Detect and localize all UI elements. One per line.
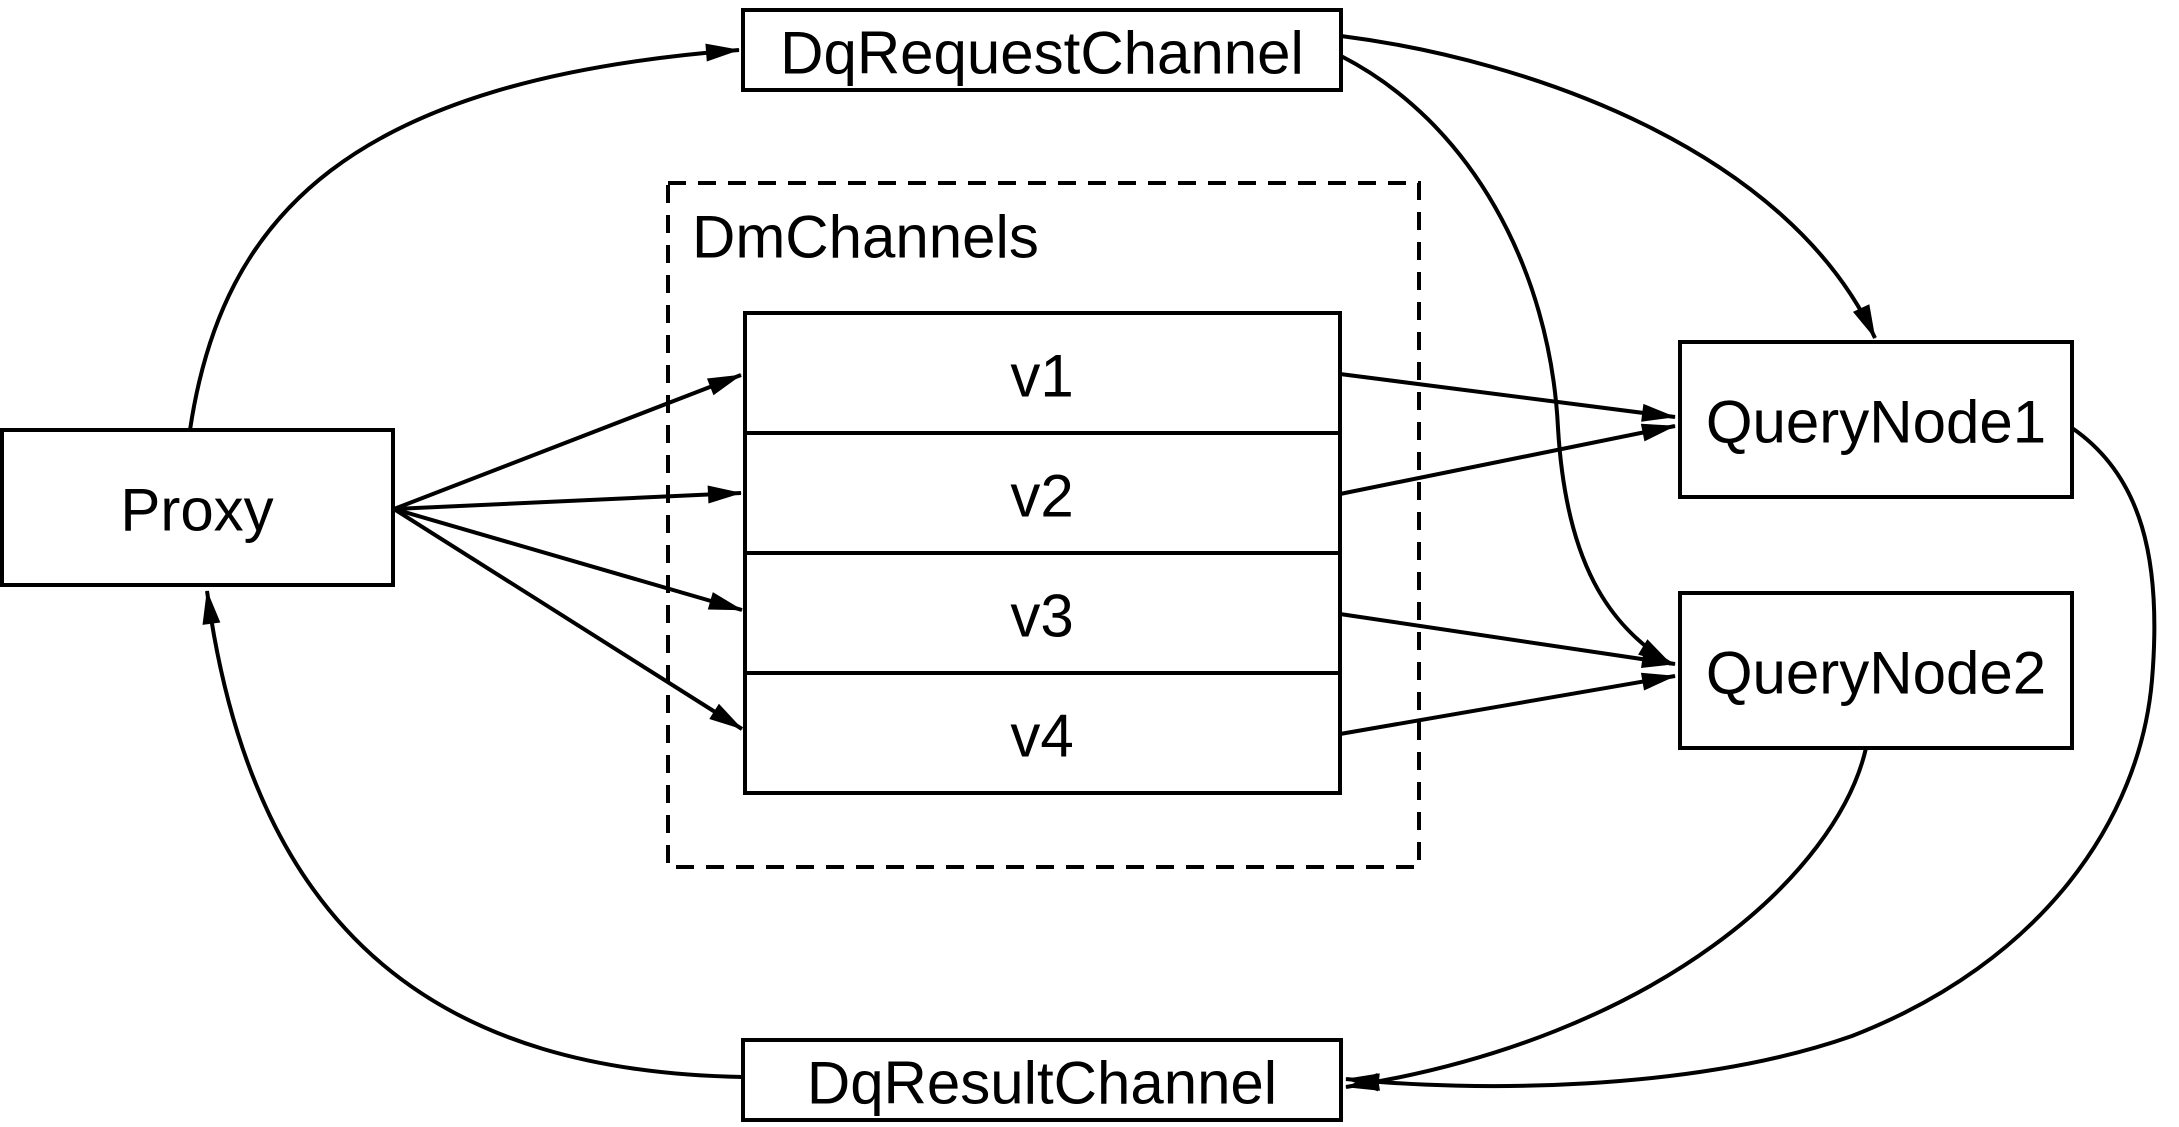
channel-v3-label: v3 [1010, 583, 1073, 650]
edge-proxy-to-v3 [393, 507, 743, 612]
edge-v1-to-querynode1 [1339, 372, 1676, 422]
edge-v2-to-querynode1 [1339, 423, 1676, 496]
edge-proxy-to-dqrequestchannel [188, 43, 740, 431]
edge-dqresultchannel-to-proxy [202, 590, 744, 1079]
channel-v4-label: v4 [1010, 703, 1073, 770]
proxy-label: Proxy [120, 477, 273, 544]
edge-dqrequestchannel-to-querynode1 [1340, 34, 1877, 339]
querynode2-label: QueryNode2 [1706, 640, 2046, 707]
node-dqrequestchannel [741, 8, 1343, 92]
edge-v4-to-querynode2 [1339, 672, 1676, 736]
node-querynode2 [1678, 591, 2074, 750]
container-dmchannels [666, 181, 1421, 869]
edge-proxy-to-v1 [393, 373, 742, 511]
dqresultchannel-label: DqResultChannel [807, 1050, 1277, 1117]
channel-v2-label: v2 [1010, 463, 1073, 530]
querynode1-label: QueryNode1 [1706, 389, 2046, 456]
edge-v3-to-querynode2 [1339, 612, 1676, 669]
node-querynode1 [1678, 340, 2074, 499]
edge-proxy-to-v2 [393, 485, 742, 511]
edge-proxy-to-v4 [392, 507, 744, 731]
dmchannels-label: DmChannels [692, 204, 1039, 271]
edge-dqrequestchannel-to-querynode2 [1340, 54, 1673, 666]
channel-v1-label: v1 [1010, 343, 1073, 410]
node-proxy [0, 428, 395, 587]
edge-querynode1-to-dqresultchannel [1345, 426, 2157, 1092]
dqrequestchannel-label: DqRequestChannel [780, 20, 1304, 87]
edge-querynode2-to-dqresultchannel [1345, 747, 1868, 1091]
node-dqresultchannel [741, 1038, 1343, 1122]
